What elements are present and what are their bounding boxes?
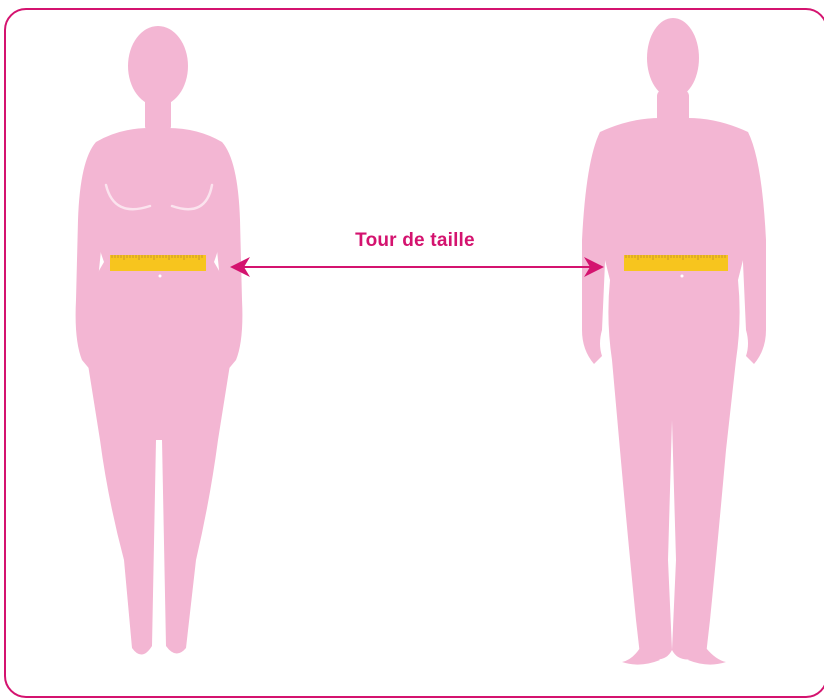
male-silhouette-icon [582, 18, 766, 665]
measuring-tape-icon [624, 255, 728, 271]
waist-measurement-label: Tour de taille [305, 230, 525, 252]
waist-measurement-diagram [0, 0, 824, 682]
measuring-tape-icon [110, 255, 206, 271]
female-silhouette-icon [76, 26, 243, 655]
navel [159, 275, 162, 278]
navel [681, 275, 684, 278]
